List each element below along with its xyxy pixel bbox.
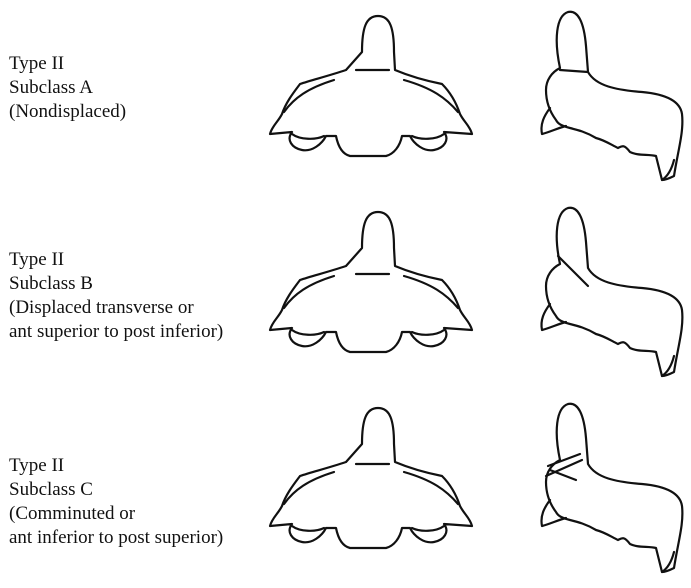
- c2-anterior-view-drawing: [270, 0, 470, 196]
- right-facet: [404, 472, 458, 504]
- label-group: Type II Subclass C (Comminuted or ant in…: [9, 454, 223, 550]
- right-facet: [404, 80, 458, 112]
- left-foramen: [292, 330, 324, 335]
- posterior-arch: [541, 500, 566, 526]
- description-line-1: (Comminuted or: [9, 502, 223, 526]
- label-group: Type II Subclass B (Displaced transverse…: [9, 248, 223, 344]
- right-foramen: [412, 330, 444, 335]
- right-foramen: [412, 526, 444, 531]
- subclass-label: Subclass A: [9, 76, 126, 100]
- type-label: Type II: [9, 52, 126, 76]
- c2-lateral-view-drawing: [520, 196, 691, 392]
- outline: [546, 404, 682, 572]
- c2-lateral-view-drawing: [520, 0, 691, 196]
- description-line-1: (Nondisplaced): [9, 100, 126, 124]
- subclass-label: Subclass C: [9, 478, 223, 502]
- row-subclass-c: Type II Subclass C (Comminuted or ant in…: [0, 392, 691, 586]
- fracture-line: [558, 256, 588, 286]
- posterior-arch: [541, 304, 566, 330]
- description-line-2: ant inferior to post superior): [9, 526, 223, 550]
- left-foramen: [292, 134, 324, 139]
- c2-lateral-view-drawing: [520, 392, 691, 588]
- right-facet: [404, 276, 458, 308]
- type-label: Type II: [9, 248, 223, 272]
- outline: [546, 208, 682, 376]
- description-line-1: (Displaced transverse or: [9, 296, 223, 320]
- row-subclass-a: Type II Subclass A (Nondisplaced): [0, 0, 691, 196]
- fracture-line: [560, 70, 588, 72]
- type-label: Type II: [9, 454, 223, 478]
- outline: [546, 12, 682, 180]
- row-subclass-b: Type II Subclass B (Displaced transverse…: [0, 196, 691, 392]
- posterior-arch: [541, 108, 566, 134]
- comminuted-fracture-line-3: [550, 470, 576, 480]
- description-line-2: ant superior to post inferior): [9, 320, 223, 344]
- label-group: Type II Subclass A (Nondisplaced): [9, 52, 126, 124]
- right-foramen: [412, 134, 444, 139]
- c2-anterior-view-drawing: [270, 392, 470, 588]
- c2-anterior-view-drawing: [270, 196, 470, 392]
- subclass-label: Subclass B: [9, 272, 223, 296]
- left-foramen: [292, 526, 324, 531]
